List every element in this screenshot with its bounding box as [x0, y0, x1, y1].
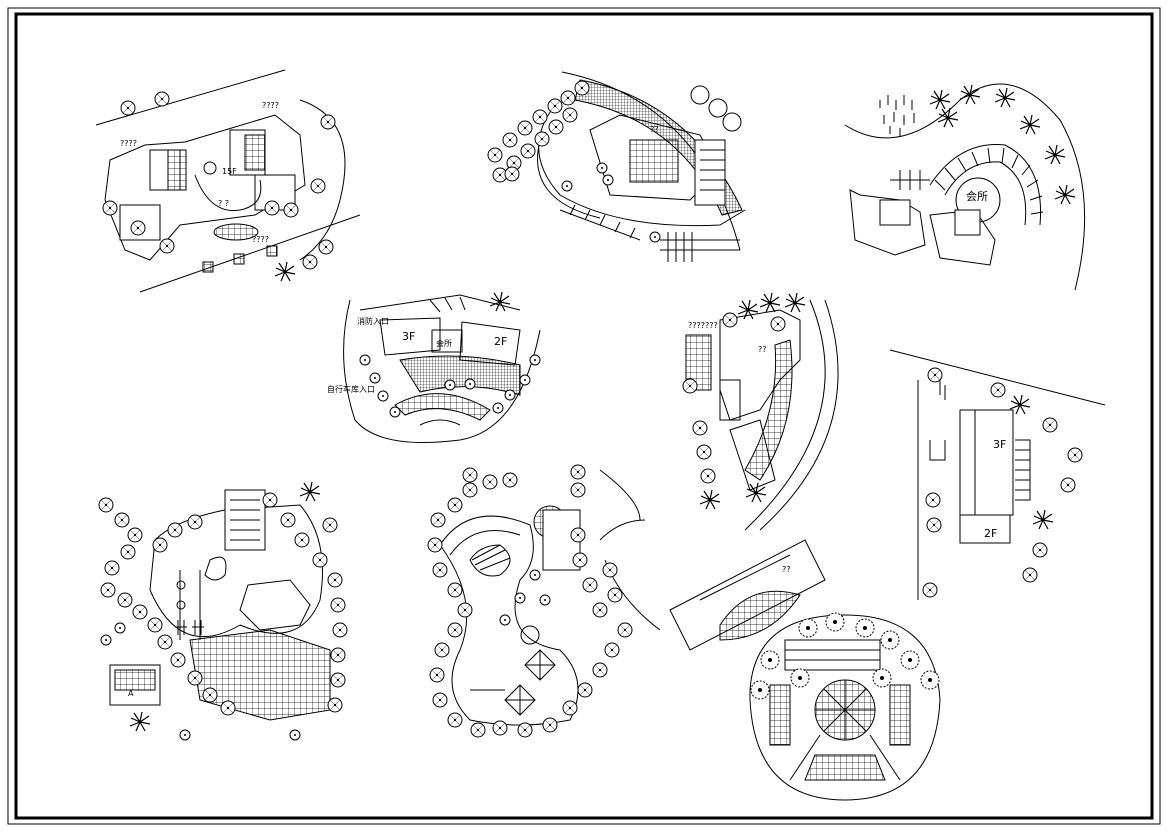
plan-5-curved-tower: ??????? ??: [682, 292, 839, 531]
plan-4-label-3f: 3F: [402, 330, 415, 343]
plan-4-entrance-plan: 消防入口 3F 会所 2F 自行车库入口: [327, 291, 541, 443]
plan-2-curved-block: ??: [487, 71, 746, 262]
plan-1-label-c: 15F: [222, 167, 237, 176]
plan-7-label: A: [128, 689, 134, 698]
plan-7-park: A: [98, 481, 348, 741]
plan-8-garden: [427, 464, 661, 738]
plan-9-circular-plaza: ??: [669, 539, 941, 801]
plan-6-label-3f: 3F: [993, 438, 1006, 451]
plan-6-slab-building: 3F 2F: [889, 349, 1106, 600]
plan-4-fire-entrance: 消防入口: [357, 316, 389, 326]
plan-4-bike-entrance: 自行车库入口: [327, 384, 375, 394]
plan-3-clubhouse: 会所: [844, 83, 1086, 291]
plan-1-residential: ???? ???? 15F ? ? ????: [95, 69, 361, 293]
plan-6-label-2f: 2F: [984, 527, 997, 540]
plan-2-label: ??: [650, 125, 659, 134]
plan-1-label-e: ????: [252, 235, 269, 244]
outer-frame: [7, 7, 1161, 825]
plan-5-label-b: ??: [758, 345, 767, 354]
plan-1-label-d: ? ?: [218, 199, 229, 208]
plan-4-label-2f: 2F: [494, 335, 507, 348]
plan-3-label: 会所: [966, 190, 988, 203]
plan-9-label: ??: [782, 565, 791, 574]
plan-1-label-b: ????: [120, 139, 137, 148]
inner-frame: [14, 12, 1154, 820]
plan-4-label-club: 会所: [436, 338, 452, 348]
plan-1-label-a: ????: [262, 101, 279, 110]
plan-5-label-a: ???????: [688, 321, 718, 330]
